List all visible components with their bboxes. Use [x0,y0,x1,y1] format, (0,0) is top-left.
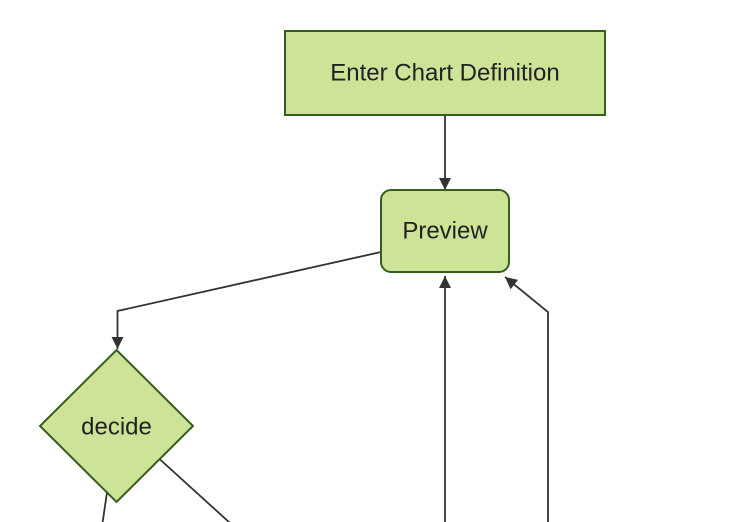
preview-label: Preview [402,218,488,245]
edge-decide-to-offscreen-bottom-left [101,488,109,522]
preview-rect [380,189,510,273]
decide-diamond [38,348,195,504]
edge-preview-to-decide [111,251,382,349]
node-preview: Preview [380,189,510,273]
node-enter-chart-definition: Enter Chart Definition [284,30,606,116]
enter-chart-definition-label: Enter Chart Definition [330,60,559,87]
node-decide: decide [38,348,195,504]
decide-label: decide [81,414,152,441]
edge-decide-to-offscreen-bottom-right [158,458,231,522]
edge-offscreen-to-preview-corner [504,276,549,522]
enter-chart-definition-rect [284,30,606,116]
